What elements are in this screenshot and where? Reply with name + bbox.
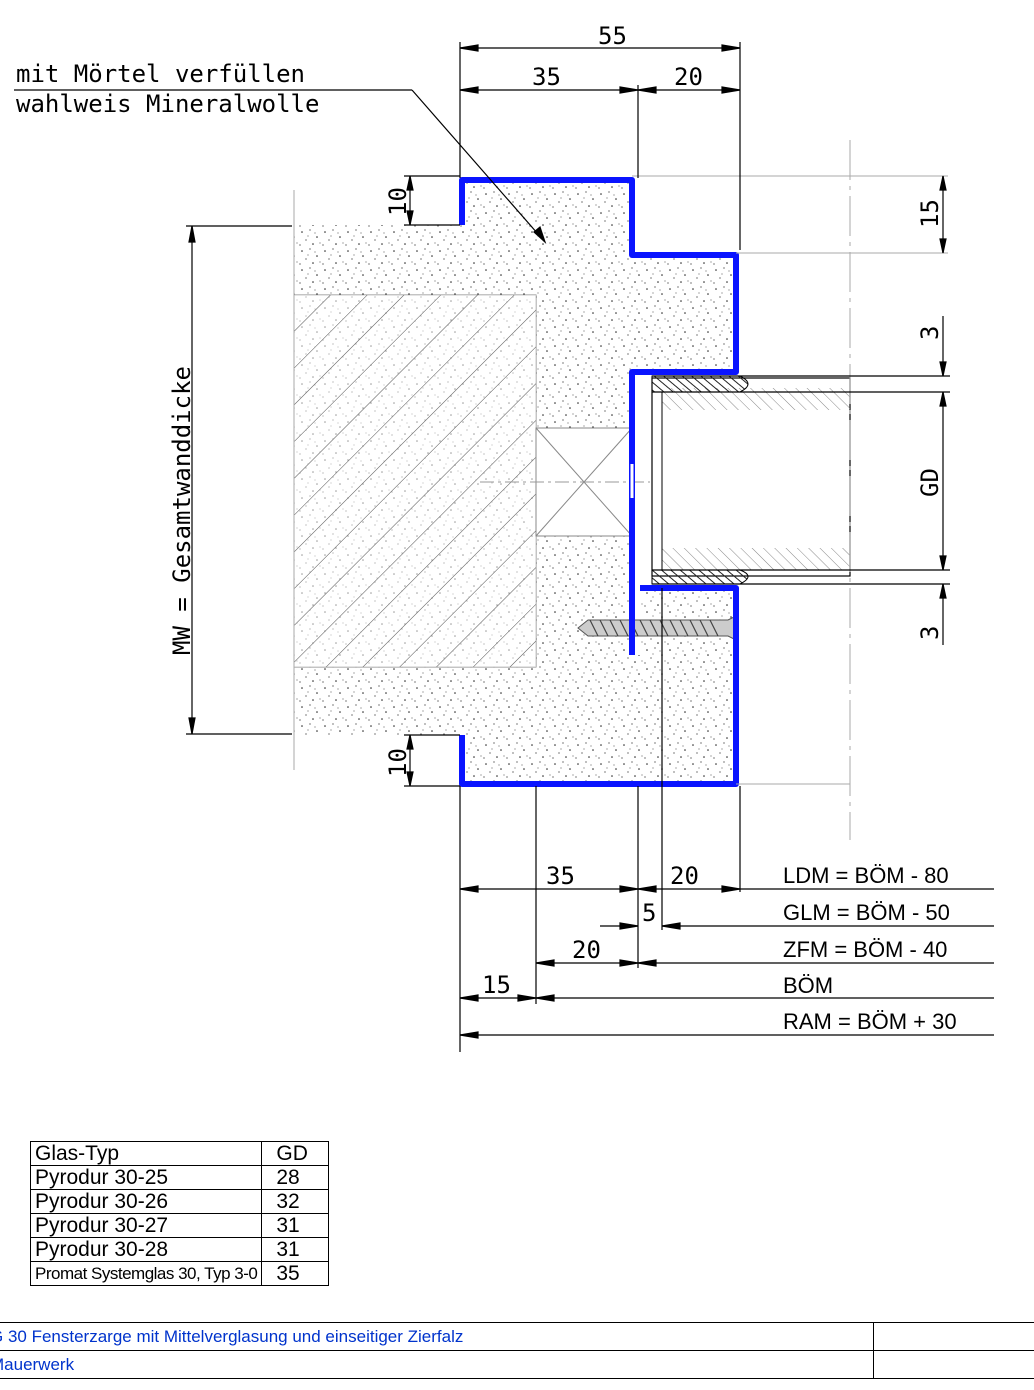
extension-lines	[632, 140, 948, 840]
title-blank-cell	[873, 1322, 1034, 1351]
header-gd: GD	[261, 1141, 330, 1166]
gd-cell: 28	[261, 1165, 330, 1190]
glass-type-cell: Pyrodur 30-25	[29, 1165, 263, 1190]
table-row: Promat Systemglas 30, Typ 3-0 35	[29, 1261, 330, 1286]
dim-right-top-step: 15	[916, 199, 944, 228]
gd-cell: 31	[261, 1213, 330, 1238]
gd-cell: 31	[261, 1237, 330, 1262]
glass-type-cell: Promat Systemglas 30, Typ 3-0	[29, 1261, 263, 1286]
dim-left-bottom-offset: 10	[384, 748, 412, 777]
dim-bottom-5: 5	[642, 899, 656, 927]
formula-glm: GLM = BÖM - 50	[783, 900, 950, 925]
screw	[577, 615, 737, 641]
glass-type-cell: Pyrodur 30-28	[29, 1237, 263, 1262]
table-row: Pyrodur 30-28 31	[29, 1237, 330, 1262]
wall-section	[293, 190, 537, 770]
title-line-2-cell: Mauerwerk	[0, 1350, 874, 1379]
dim-top-right: 20	[674, 63, 703, 91]
dim-top-left: 35	[532, 63, 561, 91]
formula-ram: RAM = BÖM + 30	[783, 1009, 957, 1034]
dim-bottom-20b: 20	[572, 936, 601, 964]
formula-zfm: ZFM = BÖM - 40	[783, 937, 947, 962]
dim-bottom-35: 35	[546, 862, 575, 890]
dim-bottom-15: 15	[482, 971, 511, 999]
glass-type-cell: Pyrodur 30-26	[29, 1189, 263, 1214]
gd-cell: 35	[261, 1261, 330, 1286]
table-header-row: Glas-Typ GD	[29, 1141, 330, 1166]
table-row: Pyrodur 30-25 28	[29, 1165, 330, 1190]
dimension-lines	[14, 42, 994, 1052]
title-row-2: Mauerwerk	[0, 1350, 1034, 1379]
drawing-subtitle: Mauerwerk	[0, 1354, 75, 1374]
title-blank-cell	[873, 1350, 1034, 1379]
glass-type-cell: Pyrodur 30-27	[29, 1213, 263, 1238]
header-glass-type: Glas-Typ	[29, 1141, 263, 1166]
dim-top-total: 55	[598, 22, 627, 50]
glass-type-table: Glas-Typ GD Pyrodur 30-25 28 Pyrodur 30-…	[29, 1141, 330, 1286]
dim-right-glass: GD	[916, 468, 944, 497]
title-row-1: G 30 Fensterzarge mit Mittelverglasung u…	[0, 1322, 1034, 1351]
dim-bottom-20a: 20	[670, 862, 699, 890]
gd-cell: 32	[261, 1189, 330, 1214]
drawing-title: G 30 Fensterzarge mit Mittelverglasung u…	[0, 1326, 464, 1346]
title-block: G 30 Fensterzarge mit Mittelverglasung u…	[0, 1322, 1034, 1379]
table-row: Pyrodur 30-26 32	[29, 1189, 330, 1214]
wall-thickness-label: MW = Gesamtwanddicke	[168, 366, 196, 655]
glass-pane	[651, 375, 851, 585]
formula-boem: BÖM	[783, 973, 833, 998]
dim-right-gap-bottom: 3	[916, 626, 944, 640]
dim-left-top-offset: 10	[384, 187, 412, 216]
note-fill-line1: mit Mörtel verfüllen	[16, 60, 305, 88]
dim-right-gap-top: 3	[916, 326, 944, 340]
cad-drawing: mit Mörtel verfüllen wahlweis Mineralwol…	[14, 22, 994, 1052]
table-row: Pyrodur 30-27 31	[29, 1213, 330, 1238]
title-line-1-cell: G 30 Fensterzarge mit Mittelverglasung u…	[0, 1322, 874, 1351]
note-fill-line2: wahlweis Mineralwolle	[16, 90, 319, 118]
formula-ldm: LDM = BÖM - 80	[783, 863, 949, 888]
